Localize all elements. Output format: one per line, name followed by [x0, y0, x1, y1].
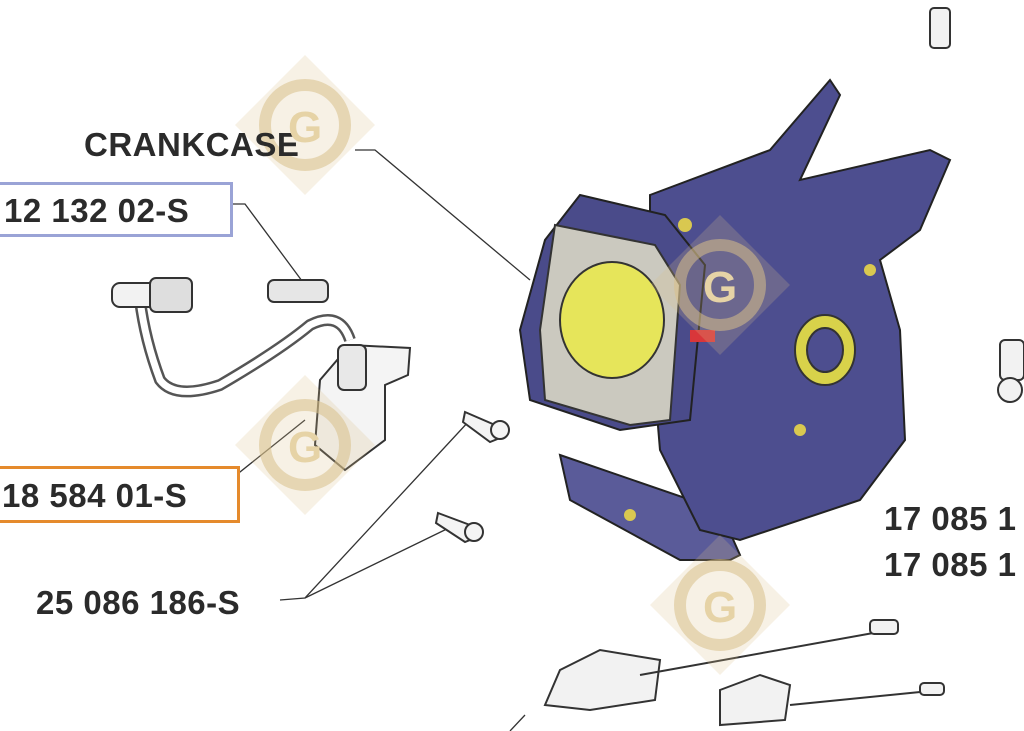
leader-25086-b — [304, 524, 456, 599]
watermark-g-1: G — [288, 103, 323, 152]
watermarks — [235, 55, 790, 675]
part-label-box-12132[interactable]: 12 132 02-S — [0, 182, 233, 237]
bolts — [434, 410, 510, 544]
part-number-17085-a[interactable]: 17 085 1 — [884, 500, 1017, 537]
harness — [543, 619, 945, 727]
part-number-18584: 18 584 01-S — [2, 477, 188, 514]
leader-bottom — [509, 714, 526, 731]
crankcase — [518, 78, 952, 561]
watermark-g-4: G — [703, 583, 738, 632]
part-number-17085-b[interactable]: 17 085 1 — [884, 546, 1017, 583]
leader-12132 — [225, 203, 306, 286]
watermark-g-3: G — [703, 263, 738, 312]
watermark-g-2: G — [288, 423, 323, 472]
part-number-12132: 12 132 02-S — [4, 192, 190, 229]
crankcase-label: CRANKCASE — [84, 126, 300, 163]
leader-crankcase — [355, 149, 531, 281]
part-number-25086[interactable]: 25 086 186-S — [36, 584, 241, 621]
edge-parts — [929, 7, 1024, 403]
part-label-box-18584[interactable]: 18 584 01-S — [0, 466, 240, 523]
